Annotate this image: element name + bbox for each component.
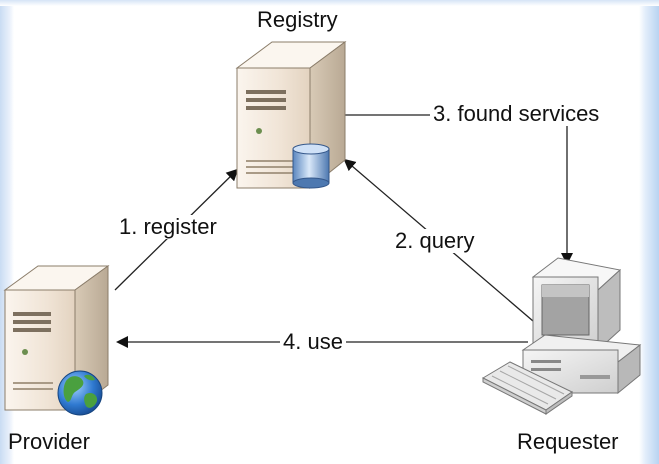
edge-register-label: 1. register <box>116 215 220 239</box>
registry-label: Registry <box>257 7 338 32</box>
database-icon <box>292 143 330 189</box>
page-background-right <box>639 0 659 464</box>
globe-icon <box>57 370 103 416</box>
provider-label: Provider <box>8 429 90 454</box>
edge-query-label: 2. query <box>392 229 478 253</box>
edge-found-services-label: 3. found services <box>430 102 603 126</box>
registry-server-icon <box>235 41 347 190</box>
edge-use-label: 4. use <box>280 330 346 354</box>
requester-computer-icon <box>521 257 642 395</box>
page-background-top <box>0 0 659 6</box>
keyboard-icon <box>481 361 573 415</box>
requester-label: Requester <box>517 429 619 454</box>
